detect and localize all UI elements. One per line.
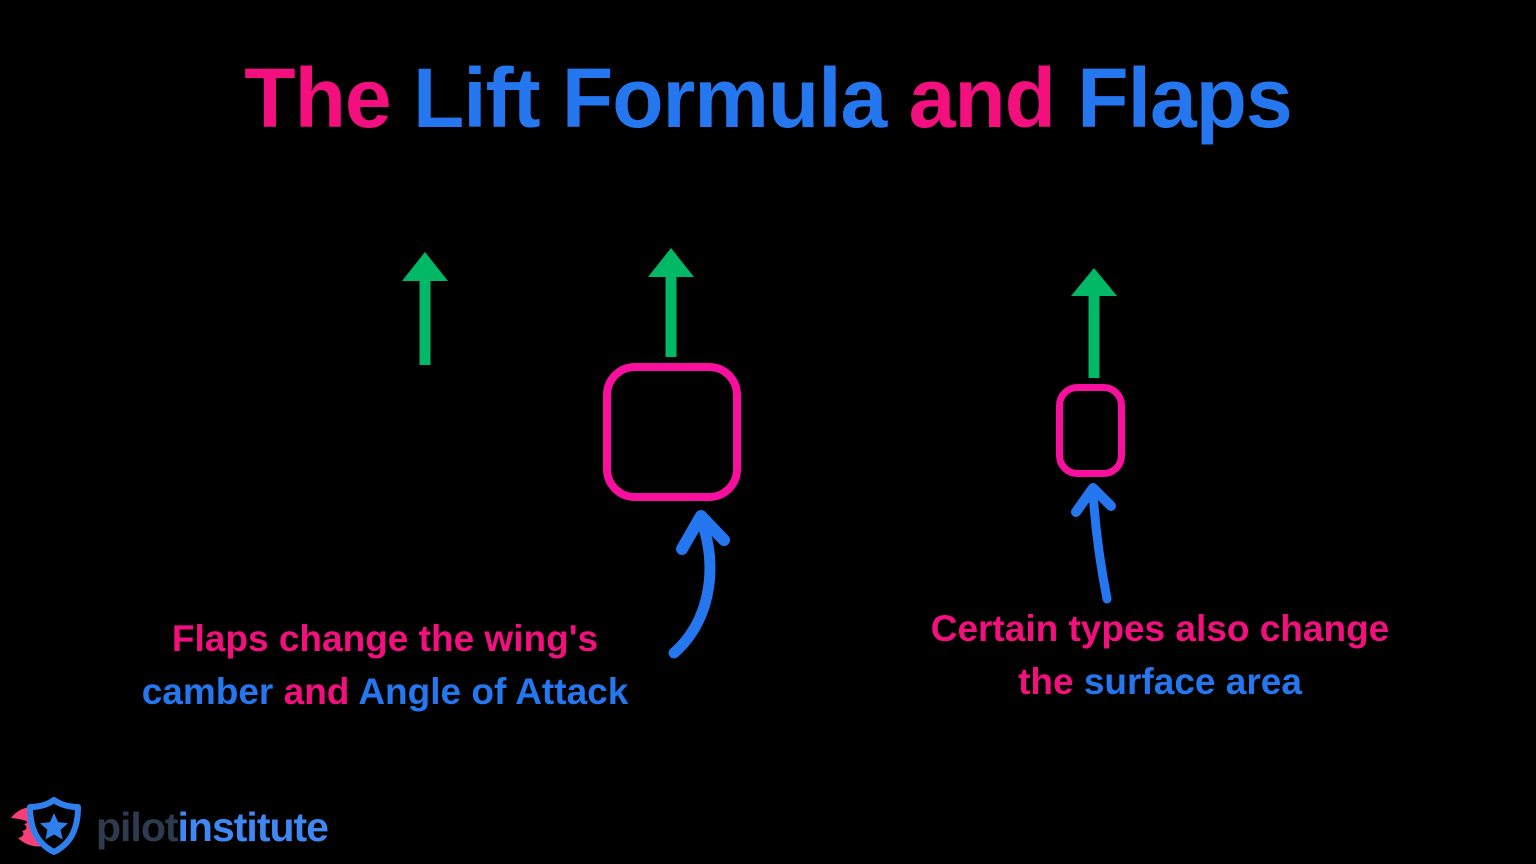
title-segment: Lift Formula — [412, 51, 909, 145]
surface-caption-line2: the surface area — [860, 655, 1460, 708]
title-segment: and — [908, 51, 1078, 145]
flap-box-small — [1056, 384, 1125, 477]
lift-arrow-right — [1071, 268, 1117, 378]
page-title: The Lift Formula and Flaps — [0, 48, 1536, 148]
surface-annotation-arrow — [1071, 483, 1116, 604]
camber-annotation-arrow — [668, 510, 730, 659]
camber-caption: Flaps change the wing's camber and Angle… — [85, 612, 685, 718]
lift-arrow-middle — [648, 248, 694, 357]
surface-caption-line1: Certain types also change — [860, 602, 1460, 655]
surface-area-caption: Certain types also change the surface ar… — [860, 602, 1460, 708]
title-segment: The — [244, 51, 413, 145]
brand-name-pilot: pilot — [96, 804, 179, 850]
brand-name-institute: institute — [177, 804, 329, 850]
title-segment: Flaps — [1077, 51, 1292, 145]
caption-segment: camber — [141, 671, 284, 712]
star-icon — [40, 813, 68, 840]
camber-caption-line1: Flaps change the wing's — [85, 612, 685, 665]
winged-shield-star-icon — [11, 797, 81, 855]
caption-segment: Angle of Attack — [358, 671, 629, 712]
lift-arrow-left — [402, 252, 448, 365]
caption-segment: Flaps change the wing's — [171, 618, 599, 659]
caption-segment: surface area — [1083, 661, 1302, 702]
caption-segment: the — [1018, 661, 1084, 702]
caption-segment: Certain types also change — [930, 608, 1390, 649]
caption-segment: and — [283, 671, 359, 712]
camber-caption-line2: camber and Angle of Attack — [85, 665, 685, 718]
flap-box-large — [603, 363, 741, 501]
